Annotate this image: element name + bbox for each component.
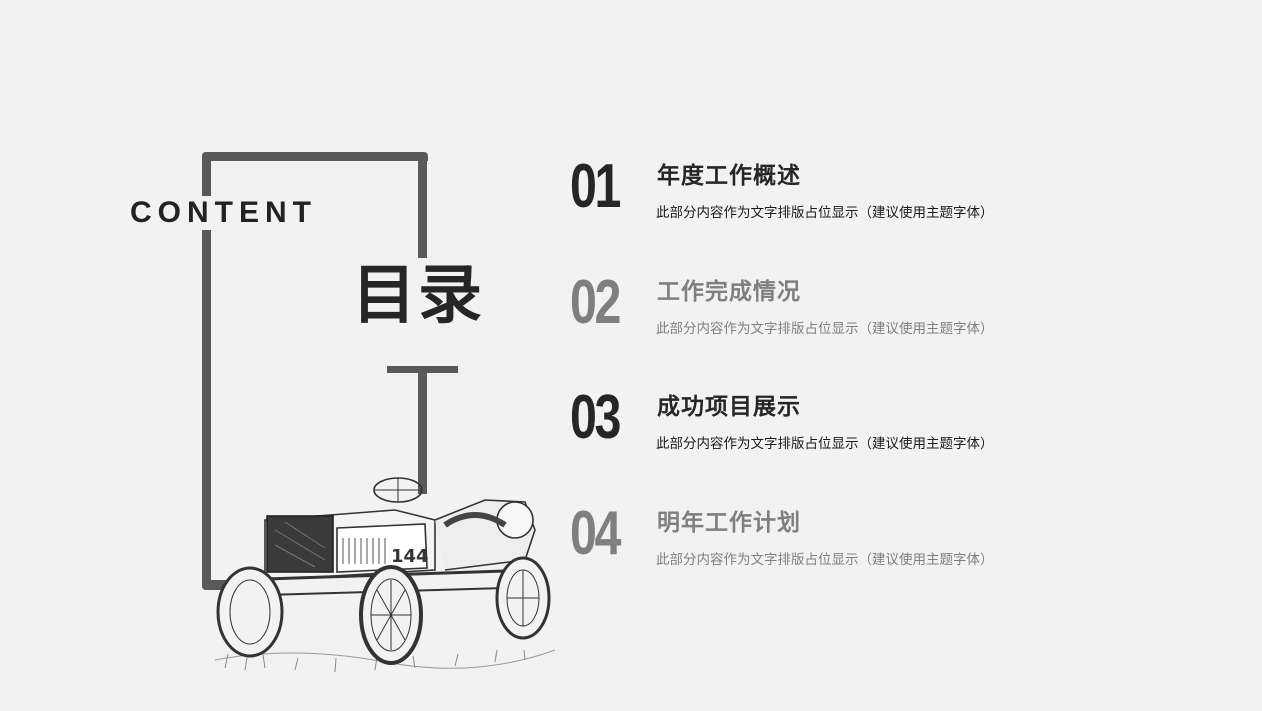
toc-number: 03 [570,383,621,452]
svg-text:144: 144 [391,546,429,567]
toc-title: 工作完成情况 [657,278,801,305]
toc-description: 此部分内容作为文字排版占位显示（建议使用主题字体） [656,321,994,337]
content-label: CONTENT [130,196,321,230]
toc-number: 02 [570,268,621,337]
toc-description: 此部分内容作为文字排版占位显示（建议使用主题字体） [656,436,994,452]
vintage-car-illustration: 144 [214,477,556,673]
toc-number: 04 [570,499,621,568]
frame-right-lower-line [418,366,427,494]
frame-top-line [202,152,428,161]
toc-item-04[interactable]: 04 明年工作计划 此部分内容作为文字排版占位显示（建议使用主题字体） [570,499,1050,575]
toc-number: 01 [570,152,621,221]
frame-left-line [202,152,211,590]
toc-title: 成功项目展示 [657,393,801,420]
toc-title: 明年工作计划 [657,509,801,536]
toc-title: 年度工作概述 [657,162,801,189]
page-title: 目录 [352,259,484,333]
toc-description: 此部分内容作为文字排版占位显示（建议使用主题字体） [656,205,994,221]
toc-item-02[interactable]: 02 工作完成情况 此部分内容作为文字排版占位显示（建议使用主题字体） [570,268,1050,344]
frame-right-upper-line [418,152,427,258]
toc-item-03[interactable]: 03 成功项目展示 此部分内容作为文字排版占位显示（建议使用主题字体） [570,383,1050,459]
frame-bottom-line [202,580,234,590]
toc-description: 此部分内容作为文字排版占位显示（建议使用主题字体） [656,552,994,568]
toc-item-01[interactable]: 01 年度工作概述 此部分内容作为文字排版占位显示（建议使用主题字体） [570,152,1050,228]
